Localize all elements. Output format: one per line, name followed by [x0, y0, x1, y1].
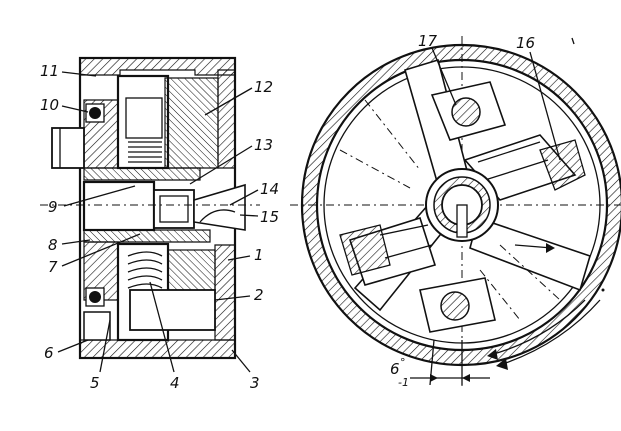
label-3: 3: [250, 374, 260, 392]
rotation-arrow-outer: [499, 299, 601, 366]
label-8: 8: [48, 236, 58, 254]
angle-tolerance: -1: [398, 376, 409, 389]
label-15: 15: [260, 208, 279, 226]
lower-rotor: [129, 289, 216, 331]
leader-lines-left: [57, 71, 259, 373]
part-labels-right: 17 16: [418, 32, 535, 52]
label-6: 6: [44, 344, 54, 362]
angle-degree: °: [400, 356, 406, 369]
shaft-stub: [51, 127, 85, 169]
leader-16: [529, 51, 561, 161]
label-4: 4: [170, 374, 180, 392]
housing-right-upper: [217, 69, 236, 169]
housing-bottom: [79, 339, 236, 359]
label-14: 14: [260, 180, 279, 198]
label-7: 7: [48, 258, 58, 276]
roller-pocket-17: [430, 81, 507, 141]
sectional-view: [40, 56, 260, 360]
upper-magnet: [125, 97, 163, 139]
upper-spring: [128, 141, 162, 163]
shaft-bottom: [83, 229, 211, 243]
cross-section-view: [290, 36, 621, 390]
sector-dash-2: [479, 244, 561, 321]
output-cone: [193, 183, 246, 231]
hub-key: [456, 204, 468, 238]
lower-rotor-upper: [167, 249, 216, 291]
upper-rotor: [164, 77, 219, 169]
label-1: 1: [254, 246, 264, 264]
label-9: 9: [48, 198, 58, 216]
rotation-arrow-inner: [514, 244, 553, 249]
angle-label: 6 ° -1: [390, 356, 409, 389]
angle-value: 6: [390, 360, 400, 378]
leader-17: [431, 47, 457, 106]
roller-pocket-bottom: [419, 277, 496, 333]
label-12: 12: [254, 78, 273, 96]
label-5: 5: [90, 374, 100, 392]
sector-dash-1: [339, 99, 421, 189]
label-17: 17: [418, 32, 438, 50]
bearing-ball-lower: [89, 291, 101, 303]
part-labels-left: 11 10 12 13 9 14 15 8 7 1 2 6 5 4 3: [40, 62, 279, 392]
label-11: 11: [40, 62, 59, 80]
shaft-body: [82, 180, 156, 232]
shaft-top: [83, 167, 201, 181]
roller-pocket-left: [339, 216, 437, 286]
label-2: 2: [254, 286, 264, 304]
bearing-ball-upper: [89, 107, 101, 119]
housing-top: [79, 57, 236, 76]
lower-spring: [127, 251, 163, 289]
label-10: 10: [40, 96, 59, 114]
label-16: 16: [516, 34, 535, 52]
label-13: 13: [254, 136, 273, 154]
